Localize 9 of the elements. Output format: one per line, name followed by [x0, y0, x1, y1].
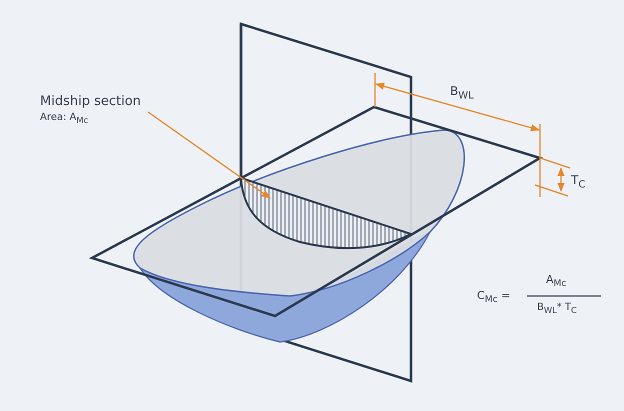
callout-note: Area: A$_{Mc}$	[40, 112, 90, 125]
dimension-label: T$_{C}$	[571, 173, 586, 190]
formula-text: A$_{Mc}$	[546, 273, 566, 290]
dimension-label: B$_{WL}$	[450, 84, 474, 102]
hatched-midship-section	[240, 177, 412, 250]
formula-text: B$_{WL}$* T$_{C}$	[537, 302, 577, 315]
leader-line	[148, 111, 271, 199]
formula-text: C$_{Mc}$ =	[477, 289, 510, 306]
callout-title: Midship section	[40, 94, 141, 109]
